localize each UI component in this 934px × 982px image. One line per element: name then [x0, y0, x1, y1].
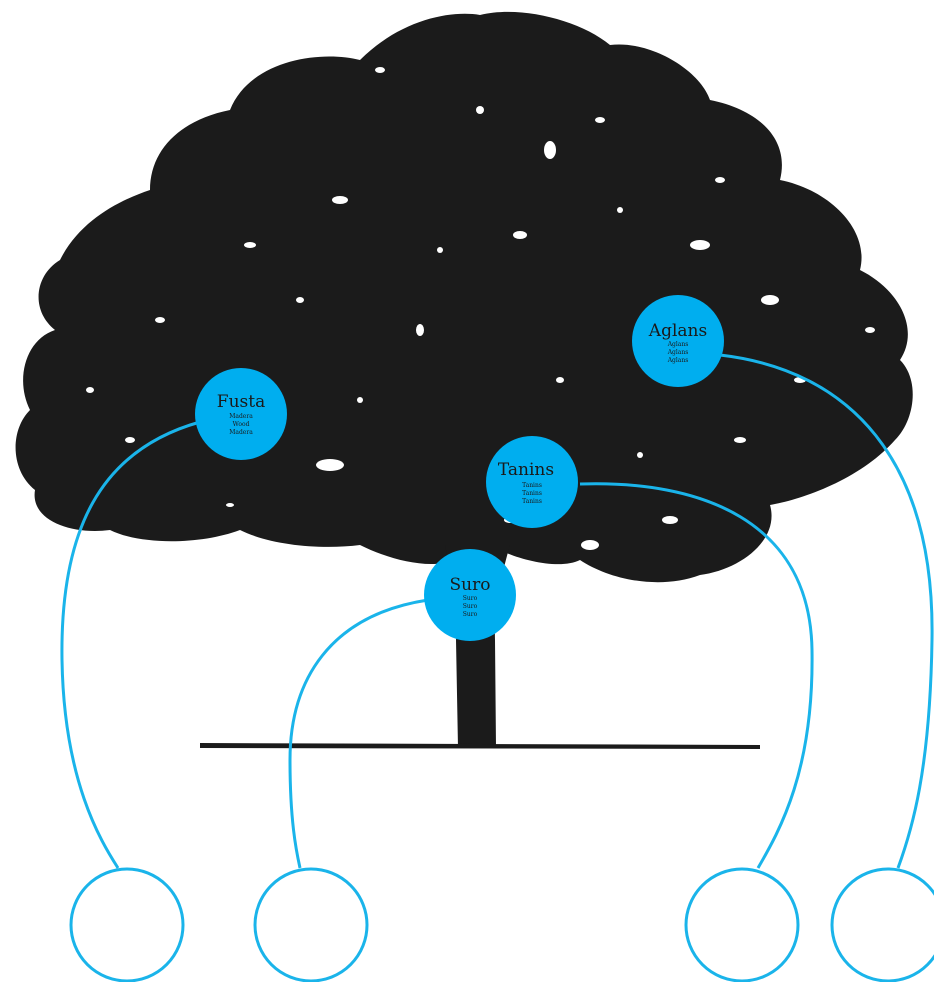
node-fusta-line-1: Madera	[229, 413, 253, 420]
node-suro-title: Suro	[450, 575, 491, 595]
node-aglans[interactable]: Aglans Aglans Aglans Aglans	[632, 295, 724, 387]
node-fusta[interactable]: Fusta Madera Wood Madera	[195, 368, 287, 460]
node-suro-line-2: Suro	[463, 603, 478, 610]
ground-line	[200, 743, 760, 749]
connectors	[60, 353, 934, 869]
connector-suro	[288, 598, 429, 869]
node-fusta-line-3: Madera	[229, 429, 253, 436]
node-fusta-line-2: Wood	[233, 421, 250, 428]
node-fusta-circle	[195, 368, 287, 460]
node-fusta-title: Fusta	[217, 392, 265, 412]
node-suro-line-1: Suro	[463, 595, 478, 602]
node-suro[interactable]: Suro Suro Suro Suro	[424, 549, 516, 641]
connector-aglans	[719, 353, 934, 869]
empty-circle-4[interactable]	[830, 867, 934, 982]
node-tanins-line-3: Tanins	[522, 498, 542, 505]
node-aglans-line-3: Aglans	[667, 357, 689, 364]
node-suro-circle	[424, 549, 516, 641]
connector-fusta	[60, 420, 201, 869]
empty-circle-1[interactable]	[69, 867, 185, 982]
node-tanins-line-2: Tanins	[522, 490, 542, 497]
empty-circle-2[interactable]	[253, 867, 369, 982]
node-tanins-title: Tanins	[498, 460, 554, 480]
tree-canopy	[15, 11, 913, 583]
empty-circle-3[interactable]	[684, 867, 800, 982]
connector-tanins	[579, 482, 814, 869]
node-aglans-line-1: Aglans	[667, 341, 689, 348]
node-suro-line-3: Suro	[463, 611, 478, 618]
node-aglans-circle	[632, 295, 724, 387]
node-aglans-title: Aglans	[648, 321, 707, 341]
node-aglans-line-2: Aglans	[667, 349, 689, 356]
node-tanins[interactable]: Tanins Tanins Tanins Tanins	[486, 436, 578, 528]
empty-circles	[69, 867, 934, 982]
canopy-holes	[86, 67, 875, 550]
node-tanins-line-1: Tanins	[522, 482, 542, 489]
node-tanins-circle	[486, 436, 578, 528]
